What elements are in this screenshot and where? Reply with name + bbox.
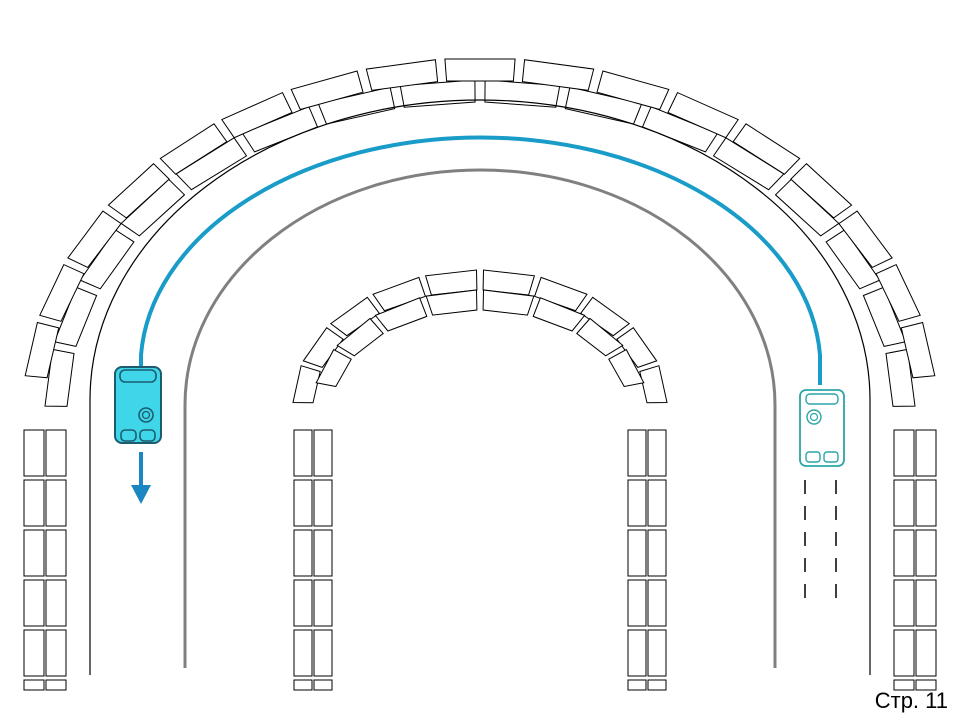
- page-number: Стр. 11: [874, 688, 948, 713]
- wall-block: [374, 297, 428, 332]
- wall-block: [292, 365, 321, 404]
- wall-block: [667, 91, 739, 139]
- wall-block: [885, 348, 916, 407]
- wall-block: [915, 529, 937, 577]
- wall-block: [23, 429, 45, 477]
- inner-stone-wall: [292, 269, 668, 691]
- wall-block: [45, 529, 67, 577]
- wall-block: [893, 579, 915, 627]
- wall-block: [627, 679, 647, 691]
- arrow-down-icon: [131, 452, 151, 504]
- wall-block: [627, 529, 647, 577]
- wall-block: [293, 579, 313, 627]
- wall-block: [893, 679, 915, 691]
- lane-centerline: [183, 168, 777, 668]
- wall-block: [302, 327, 344, 368]
- wall-block: [627, 429, 647, 477]
- wall-block: [647, 429, 667, 477]
- wall-block: [915, 479, 937, 527]
- wall-block: [608, 348, 645, 388]
- wall-block: [293, 429, 313, 477]
- wall-block: [313, 679, 333, 691]
- wall-block: [444, 58, 516, 82]
- wall-block: [293, 479, 313, 527]
- wall-block: [313, 579, 333, 627]
- robot-trajectory-path: [139, 135, 822, 385]
- wall-block: [23, 629, 45, 677]
- wall-block: [893, 429, 915, 477]
- wall-block: [290, 70, 364, 111]
- wall-block: [900, 321, 936, 379]
- wall-block: [67, 210, 122, 269]
- wall-block: [45, 629, 67, 677]
- wall-block: [647, 529, 667, 577]
- wall-block: [293, 679, 313, 691]
- wall-block: [24, 321, 60, 379]
- wall-block: [627, 579, 647, 627]
- wall-block: [647, 679, 667, 691]
- wall-block: [313, 529, 333, 577]
- wall-block: [313, 479, 333, 527]
- wall-block: [893, 479, 915, 527]
- wall-block: [23, 679, 45, 691]
- wall-block: [915, 429, 937, 477]
- wall-block: [532, 297, 586, 332]
- wall-block: [893, 529, 915, 577]
- outer-stone-wall: [23, 58, 937, 691]
- wall-block: [596, 70, 670, 111]
- wall-block: [893, 629, 915, 677]
- wall-block: [365, 59, 439, 91]
- wall-block: [107, 163, 170, 219]
- wall-block: [875, 263, 921, 322]
- wall-block: [221, 91, 293, 139]
- robot-car-icon: [114, 366, 162, 444]
- wall-block: [576, 317, 624, 357]
- wall-block: [293, 529, 313, 577]
- wall-block: [23, 579, 45, 627]
- wall-block: [647, 579, 667, 627]
- wall-block: [39, 263, 85, 322]
- wall-block: [915, 679, 937, 691]
- wall-block: [838, 210, 893, 269]
- wall-block: [45, 429, 67, 477]
- wall-block: [336, 317, 384, 357]
- wall-block: [23, 529, 45, 577]
- wall-block: [313, 629, 333, 677]
- starting-position-dashes: [804, 480, 837, 598]
- wall-block: [313, 429, 333, 477]
- wall-block: [521, 59, 595, 91]
- wall-block: [915, 579, 937, 627]
- wall-block: [915, 629, 937, 677]
- wall-block: [790, 163, 853, 219]
- road-outer-edge: [89, 99, 871, 675]
- wall-block: [732, 123, 801, 175]
- wall-block: [647, 629, 667, 677]
- wall-block: [639, 365, 668, 404]
- wall-block: [425, 289, 478, 316]
- wall-block: [23, 479, 45, 527]
- wall-block: [627, 479, 647, 527]
- wall-block: [45, 679, 67, 691]
- wall-block: [293, 629, 313, 677]
- wall-block: [482, 289, 535, 316]
- wall-block: [627, 629, 647, 677]
- wall-block: [159, 123, 228, 175]
- wall-block: [315, 348, 352, 388]
- wall-block: [45, 479, 67, 527]
- wall-block: [647, 479, 667, 527]
- robot-car-outline-icon: [799, 389, 845, 467]
- wall-block: [45, 579, 67, 627]
